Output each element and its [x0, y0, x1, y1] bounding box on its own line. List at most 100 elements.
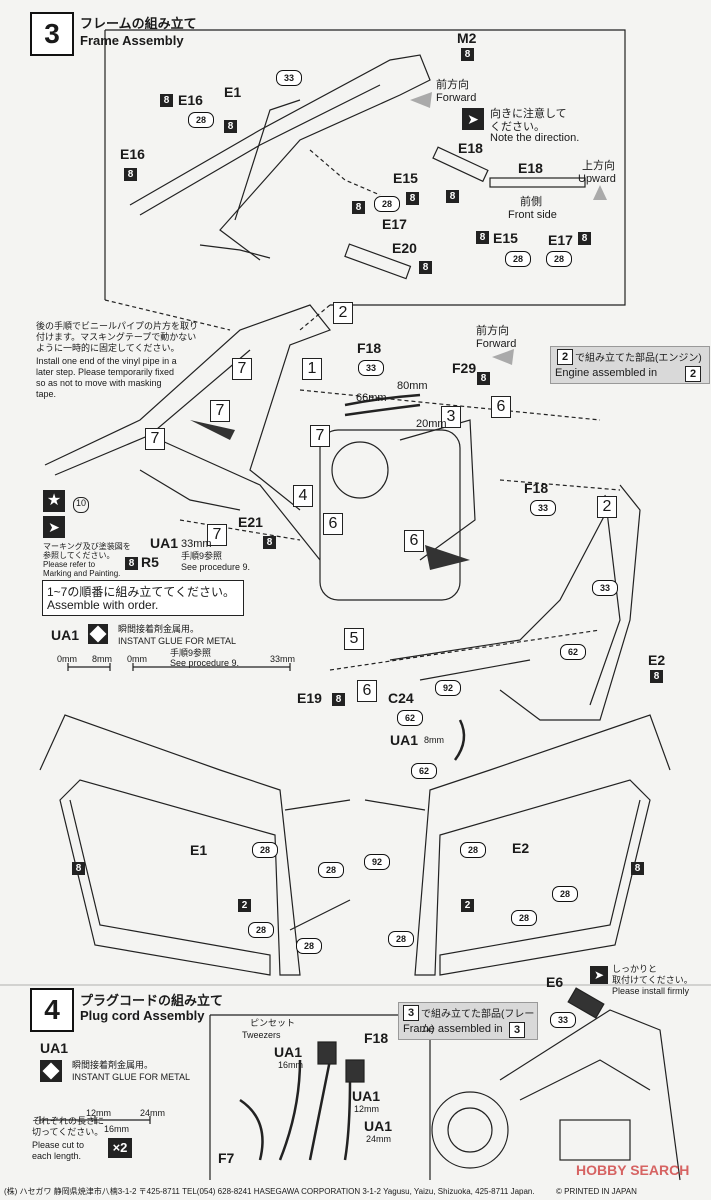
part-e15-b: E15 — [493, 230, 518, 246]
engine-step-ref: 2 — [557, 349, 573, 365]
forward-jp-2: 前方向 — [476, 325, 509, 337]
part-e2-a: E2 — [648, 652, 666, 668]
step4-instant-glue-icon — [40, 1060, 62, 1082]
forward-jp: 前方向 — [436, 79, 469, 91]
step4-ua1-16: UA1 — [274, 1044, 303, 1060]
scale-0mm-b: 0mm — [127, 654, 147, 664]
firm-jp: しっかりと 取付けてください。 — [612, 964, 693, 985]
cut-jp: それぞれの長さに 切ってください。 — [32, 1116, 105, 1137]
cut-en: Please cut to each length. — [32, 1140, 85, 1161]
code-62: 62 — [411, 763, 437, 779]
part-e15-a: E15 — [393, 170, 418, 186]
code-2: 2 — [461, 899, 474, 912]
code-28: 28 — [318, 862, 344, 878]
code-8: 8 — [160, 94, 173, 107]
step4-code-33: 33 — [550, 1012, 576, 1028]
proc9-jp: 手順9参照 — [181, 551, 223, 561]
paint-star-icon: ★ — [43, 490, 65, 512]
order-7: 7 — [145, 428, 165, 450]
upward-jp: 上方向 — [582, 160, 615, 172]
frame-jp: で組み立てた部品(フレーム) — [421, 1009, 535, 1035]
step-3-title-en: Frame Assembly — [80, 33, 184, 48]
code-8: 8 — [631, 862, 644, 875]
code-28: 28 — [388, 931, 414, 947]
part-e16-a: E16 — [178, 92, 203, 108]
part-f29: F29 — [452, 360, 477, 376]
code-2: 2 — [238, 899, 251, 912]
order-4: 4 — [293, 485, 313, 507]
engine-jp: で組み立てた部品(エンジン) — [575, 353, 702, 364]
step4-f18: F18 — [364, 1030, 389, 1046]
code-92: 92 — [364, 854, 390, 870]
scale-33mm: 33mm — [270, 654, 296, 664]
tweezers-jp: ピンセット — [250, 1018, 296, 1028]
num-10: 10 — [73, 497, 89, 513]
step4-ua1-12: UA1 — [352, 1088, 381, 1104]
proc9-en: See procedure 9. — [181, 562, 251, 572]
ua1-glue-label: UA1 — [51, 627, 80, 643]
step4-glue-jp: 瞬間接着剤金属用。 — [72, 1060, 154, 1070]
code-8: 8 — [332, 693, 345, 706]
code-8: 8 — [446, 190, 459, 203]
code-33: 33 — [530, 500, 556, 516]
code-8: 8 — [477, 372, 490, 385]
ua1-12mm: 12mm — [354, 1104, 380, 1114]
order-6: 6 — [323, 513, 343, 535]
engine-assembled-box: 2 で組み立てた部品(エンジン) Engine assembled in 2 — [550, 346, 710, 384]
front-side-jp: 前側 — [520, 196, 542, 208]
part-e6: E6 — [546, 974, 564, 990]
code-28: 28 — [296, 938, 322, 954]
code-8: 8 — [72, 862, 85, 875]
footer: (株) ハセガワ 静岡県焼津市八楠3-1-2 〒425-8711 TEL(054… — [0, 1183, 711, 1200]
code-8: 8 — [352, 201, 365, 214]
engine-step-ref-2: 2 — [685, 366, 701, 382]
part-e1: E1 — [224, 84, 242, 100]
ua1-24mm: 24mm — [366, 1134, 392, 1144]
engine-en: Engine assembled in — [555, 367, 658, 379]
order-6: 6 — [357, 680, 377, 702]
order-2: 2 — [597, 496, 617, 518]
times-2-badge: ×2 — [108, 1138, 132, 1158]
code-28: 28 — [552, 886, 578, 902]
code-8: 8 — [461, 48, 474, 61]
part-r5: R5 — [141, 554, 159, 570]
code-33: 33 — [276, 70, 302, 86]
order-7: 7 — [207, 524, 227, 546]
code-8: 8 — [125, 557, 138, 570]
vinyl-note-en: Install one end of the vinyl pipe in a l… — [36, 356, 177, 399]
paint-brush-icon: ➤ — [43, 516, 65, 538]
code-8: 8 — [124, 168, 137, 181]
code-8: 8 — [419, 261, 432, 274]
footer-print: © PRINTED IN JAPAN — [556, 1187, 637, 1196]
step-3-number: 3 — [30, 12, 74, 56]
firm-en: Please install firmly — [612, 986, 690, 996]
part-e19: E19 — [297, 690, 322, 706]
note-direction-jp: 向きに注意して ください。 — [490, 108, 567, 133]
ua1-8mm-label: UA1 — [390, 732, 419, 748]
scale-proc9-en: See procedure 9. — [170, 658, 240, 668]
part-e20: E20 — [392, 240, 417, 256]
hobby-search-watermark: HOBBY SEARCH — [576, 1162, 690, 1178]
code-28: 28 — [460, 842, 486, 858]
code-28: 28 — [374, 196, 400, 212]
part-e1-lower: E1 — [190, 842, 208, 858]
code-28: 28 — [546, 251, 572, 267]
code-8: 8 — [263, 536, 276, 549]
part-e18-b: E18 — [518, 160, 543, 176]
part-e21: E21 — [238, 514, 263, 530]
order-7: 7 — [210, 400, 230, 422]
assemble-order-box: 1~7の順番に組み立ててください。 Assemble with order. — [42, 580, 244, 616]
code-28: 28 — [511, 910, 537, 926]
scale-proc9-jp: 手順9参照 — [170, 648, 212, 658]
ua1-16mm: 16mm — [278, 1060, 304, 1070]
code-28: 28 — [188, 112, 214, 128]
code-92: 92 — [435, 680, 461, 696]
step4-ua1-24: UA1 — [364, 1118, 393, 1134]
frame-en: Frame assembled in — [403, 1023, 503, 1035]
order-7: 7 — [232, 358, 252, 380]
code-28: 28 — [505, 251, 531, 267]
order-5: 5 — [344, 628, 364, 650]
ua1-33mm: 33mm — [181, 538, 212, 550]
order-jp: 1~7の順番に組み立ててください。 — [47, 585, 235, 599]
